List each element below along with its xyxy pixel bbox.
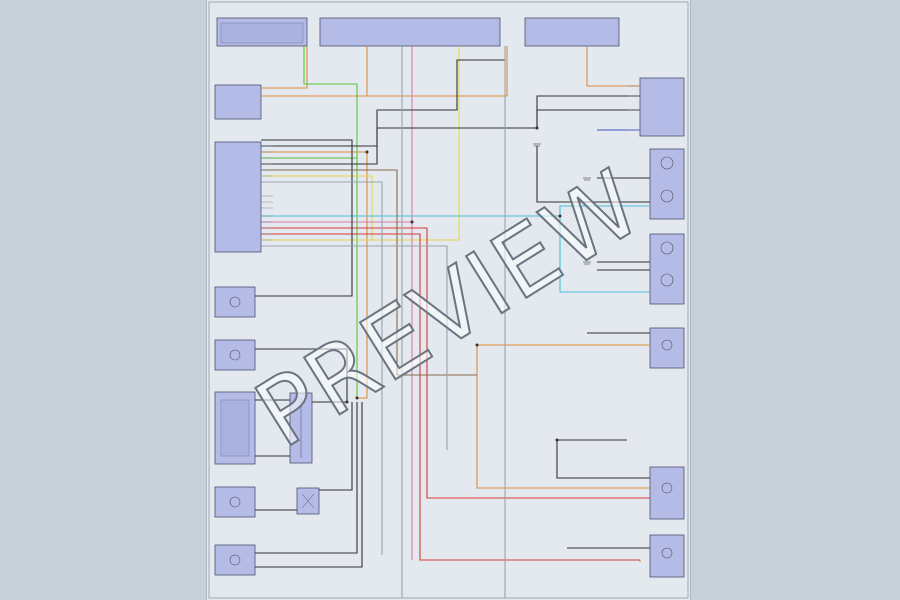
outside-mirror-rf	[649, 233, 685, 305]
power-switch-module	[214, 84, 262, 120]
door-lock-actuator-rr	[214, 544, 256, 576]
fuse-block-center	[319, 17, 501, 47]
remote-keyless-module	[639, 77, 685, 137]
pin-rows	[261, 85, 640, 241]
fuse-block-right	[524, 17, 620, 47]
diagram-frame	[208, 1, 689, 599]
door-lock-switch-lr	[649, 466, 685, 520]
liftgate-lock-relay	[296, 487, 320, 515]
schematic-sheet	[207, 0, 690, 600]
liftgate-lock-module	[214, 391, 256, 465]
door-lock-actuator-lf	[214, 286, 256, 318]
fuse-block-left-inner	[220, 22, 304, 44]
door-lock-actuator-lr	[214, 486, 256, 518]
wiring-diagram	[208, 1, 689, 599]
door-lock-actuator-rf	[214, 339, 256, 371]
door-lock-switch-lf	[649, 327, 685, 369]
ground-symbols	[533, 143, 591, 265]
body-control-module	[214, 141, 262, 253]
wire-harness	[255, 46, 650, 598]
splice-points	[345, 126, 562, 442]
liftgate-lock-switch	[289, 392, 313, 464]
door-lock-switch-rr	[649, 534, 685, 578]
outside-mirror-lf	[649, 148, 685, 220]
